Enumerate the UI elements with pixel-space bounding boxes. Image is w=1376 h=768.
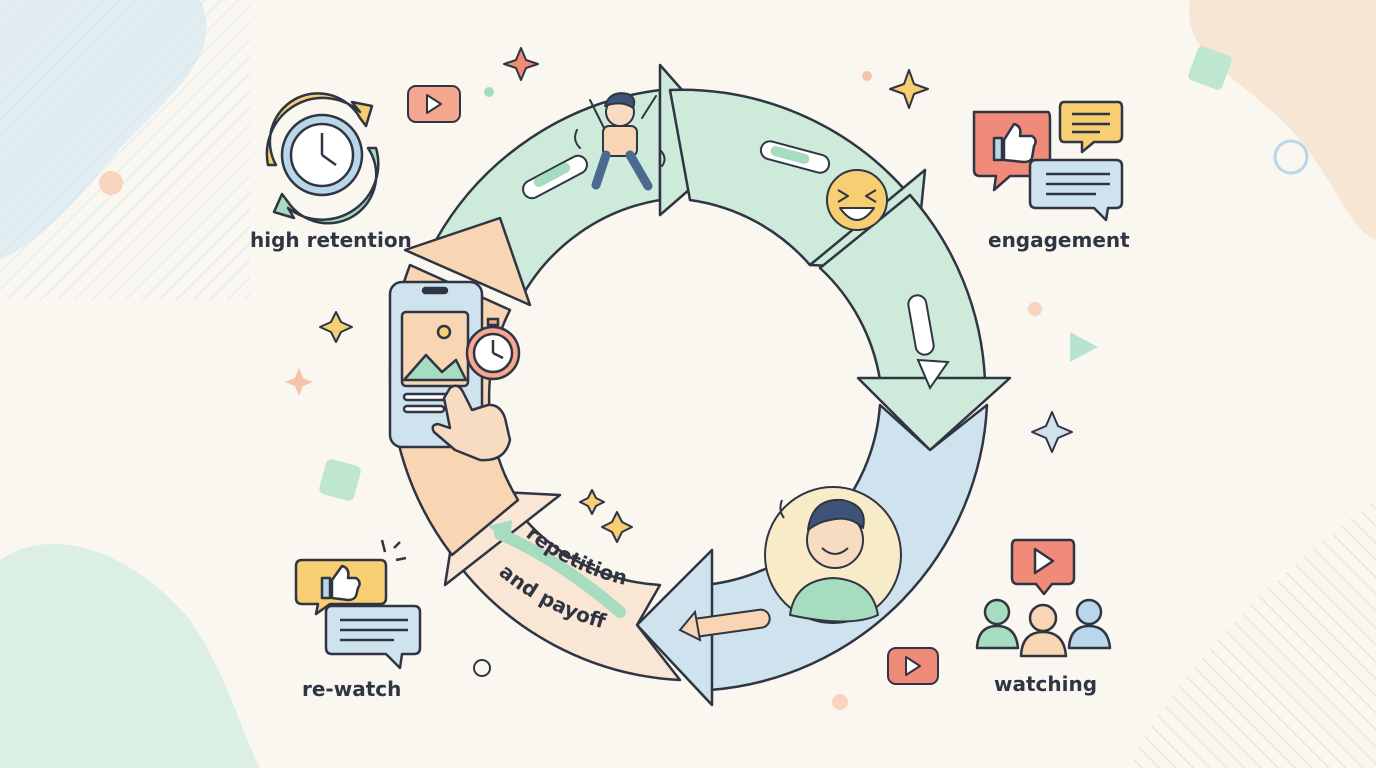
like-chat-bubbles-icon	[972, 100, 1124, 222]
video-play-icon	[407, 85, 461, 123]
motion-marks	[488, 140, 950, 642]
stopwatch-icon	[465, 317, 521, 381]
audience-icon	[975, 538, 1112, 658]
rewatch-chat-icon	[294, 539, 422, 670]
stage-label-re-watch: re-watch	[302, 677, 402, 701]
dancing-person-icon	[574, 92, 666, 191]
clock-cycle-icon	[265, 92, 380, 225]
video-play-icon	[887, 647, 939, 685]
decor-shapes	[99, 46, 1309, 710]
loop-arc-green	[434, 63, 1012, 452]
phone-tap-icon	[388, 280, 512, 462]
stage-label-watching: watching	[994, 672, 1098, 696]
stage-label-high-retention: high retention	[250, 228, 412, 252]
smiling-viewer-icon	[764, 486, 902, 624]
laughing-emoji-icon	[826, 169, 888, 231]
stage-label-engagement: engagement	[988, 228, 1130, 252]
